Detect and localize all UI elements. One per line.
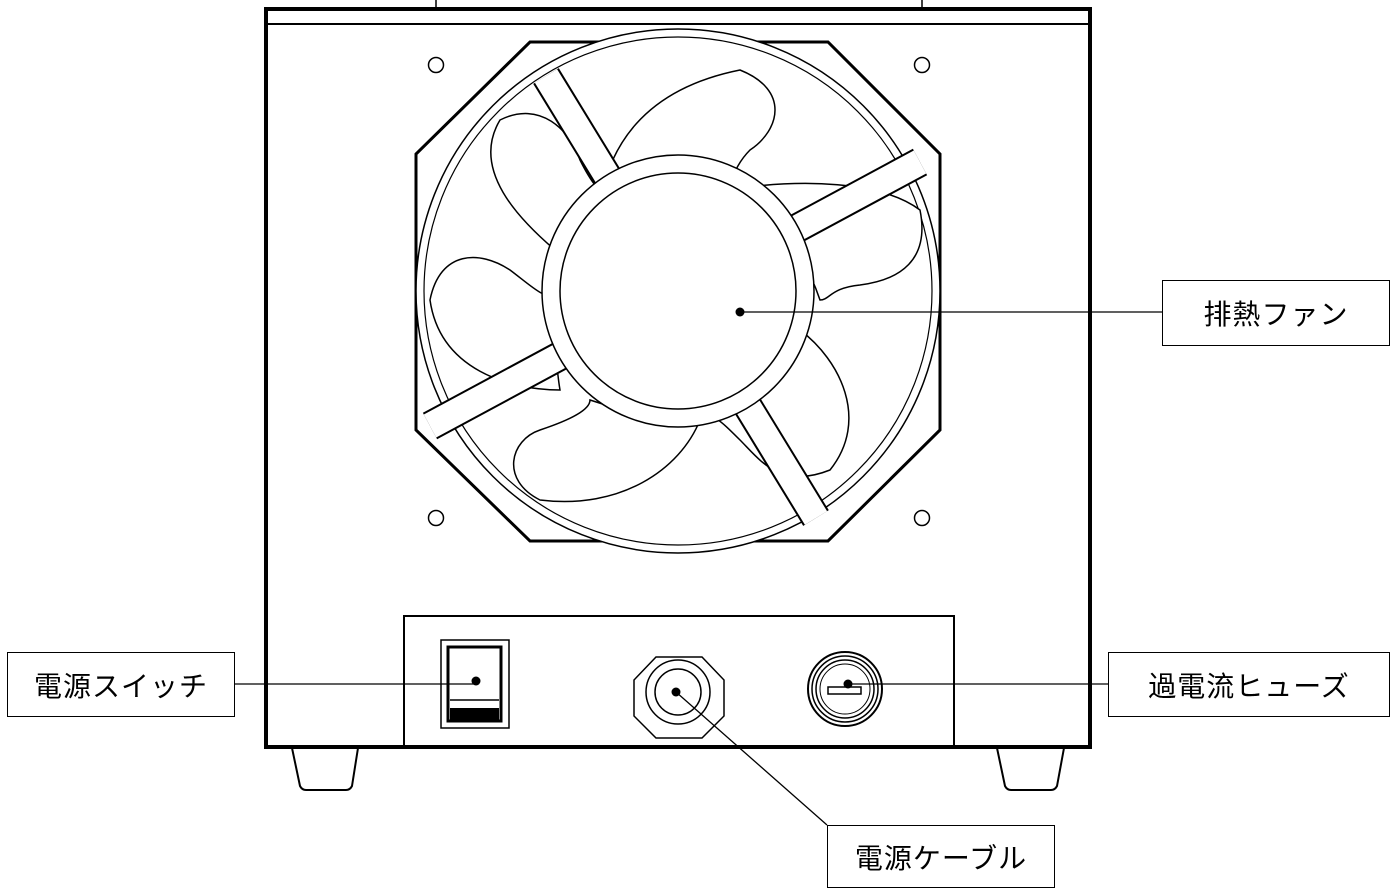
fan-shroud-inner (423, 36, 933, 546)
power-cable-bushing (633, 656, 725, 739)
screw-hole-bottom-right (913, 509, 931, 527)
leader-cable (675, 691, 828, 826)
leader-cable-dot (671, 687, 681, 697)
label-power-cable: 電源ケーブル (827, 825, 1055, 888)
label-power-switch: 電源スイッチ (7, 652, 235, 717)
exhaust-fan (414, 28, 942, 554)
leader-fuse-dot (843, 679, 853, 689)
leader-switch-dot (471, 676, 481, 686)
label-overcurrent-fuse: 過電流ヒューズ (1108, 652, 1390, 717)
label-exhaust-fan: 排熱ファン (1162, 280, 1390, 346)
leader-fan-dot (735, 307, 745, 317)
fan-hub (559, 172, 797, 410)
screw-hole-top-right (913, 56, 931, 74)
switch-rocker-dark (450, 708, 499, 721)
screw-hole-top-left (427, 56, 445, 74)
screw-hole-bottom-left (427, 509, 445, 527)
left-foot (291, 747, 359, 791)
fuse-holder (807, 651, 883, 727)
right-foot (996, 747, 1065, 791)
